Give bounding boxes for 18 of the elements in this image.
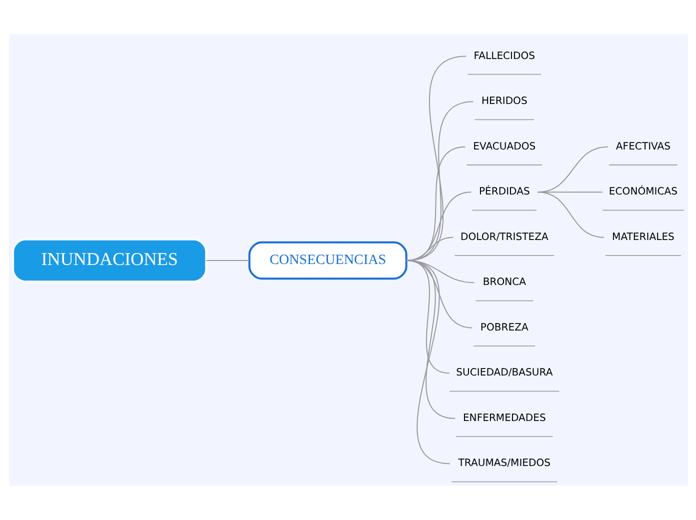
connector bbox=[537, 192, 604, 238]
node-text: EVACUADOS bbox=[472, 141, 536, 152]
node-text: SUCIEDAD/BASURA bbox=[456, 368, 552, 379]
node-text: DOLOR/TRISTEZA bbox=[460, 232, 548, 243]
node-text: HERIDOS bbox=[480, 96, 527, 108]
node-text: ECONÓMICAS bbox=[608, 186, 678, 198]
node-box: CONSECUENCIAS bbox=[248, 241, 407, 280]
node-text: MATERIALES bbox=[612, 232, 674, 243]
node-text: FALLECIDOS bbox=[473, 50, 535, 62]
node-box: INUNDACIONES bbox=[12, 238, 207, 283]
connector bbox=[206, 260, 249, 261]
node-text: PÉRDIDAS bbox=[478, 186, 530, 198]
node-text: AFECTIVAS bbox=[615, 141, 670, 152]
node-text: TRAUMAS/MIEDOS bbox=[458, 458, 550, 470]
node-text: ENFERMEDADES bbox=[462, 412, 546, 424]
node-text: BRONCA bbox=[482, 277, 526, 288]
node-text: POBREZA bbox=[480, 322, 528, 334]
connector bbox=[406, 260, 450, 464]
